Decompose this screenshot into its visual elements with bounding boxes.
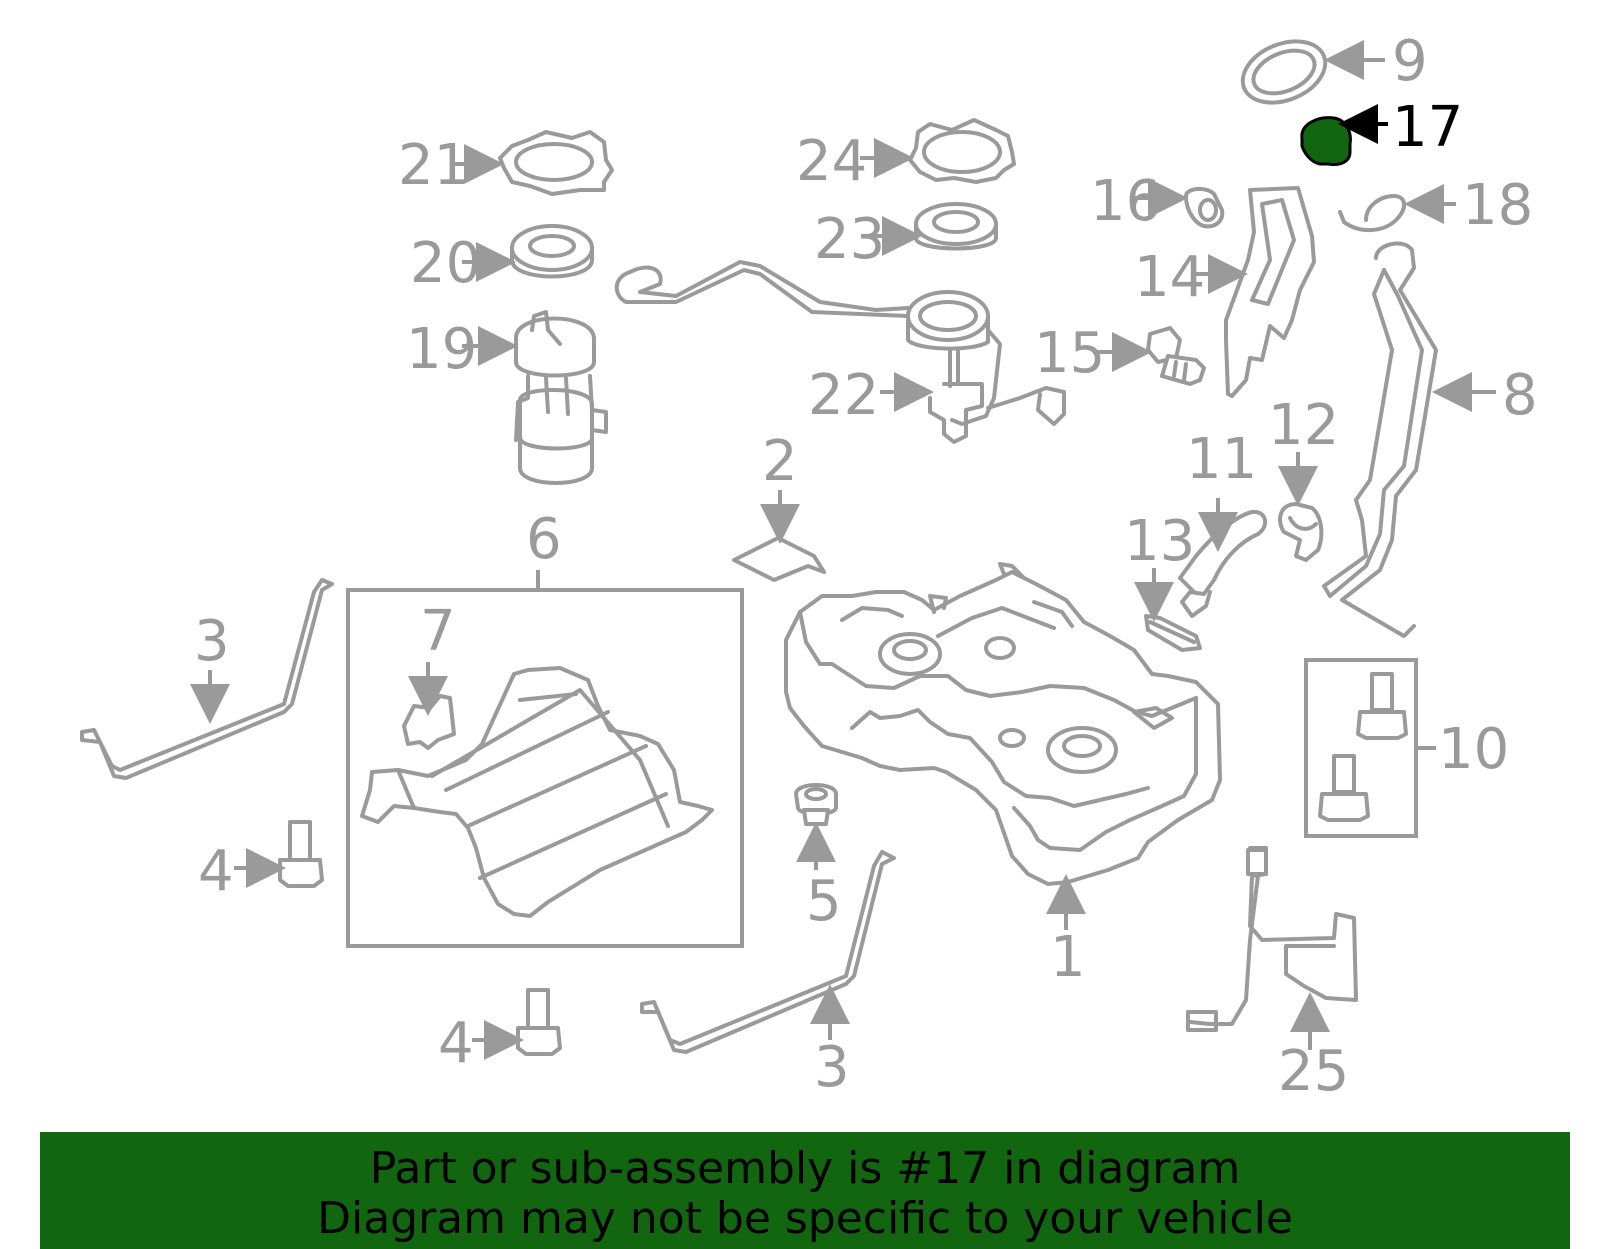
part-24-lock-ring[interactable] [908,118,1016,184]
part-9-gasket[interactable] [1234,30,1335,114]
callout-13: 13 [1124,509,1195,574]
banner-line-2: Diagram may not be specific to your vehi… [317,1193,1293,1244]
callout-17: 17 [1392,95,1463,160]
part-21-lock-ring[interactable] [498,130,614,196]
part-15-bolt[interactable] [1146,326,1206,386]
part-6-heat-shield [360,666,714,918]
callout-1: 1 [1050,925,1086,990]
part-1-fuel-tank[interactable] [784,562,1222,886]
callout-24: 24 [796,129,867,194]
callout-7: 7 [420,599,456,664]
part-23-seal[interactable] [914,202,998,251]
callout-3-lower: 3 [814,1035,850,1100]
callout-14: 14 [1134,245,1205,310]
callout-21: 21 [398,133,469,198]
callout-4-lower: 4 [438,1011,474,1076]
part-14-bracket[interactable] [1224,186,1316,398]
callout-23: 23 [814,207,885,272]
part-10-bolt-lower [1318,754,1370,822]
part-8-filler-pipe[interactable] [1322,241,1438,638]
callout-16: 16 [1090,169,1161,234]
callout-22: 22 [808,363,879,428]
banner-line-1: Part or sub-assembly is #17 in diagram [369,1143,1241,1194]
callout-8: 8 [1502,363,1538,428]
part-3-strap-lower[interactable] [640,850,896,1054]
callout-4-upper: 4 [198,839,234,904]
callout-12: 12 [1268,393,1339,458]
callout-6: 6 [526,507,562,572]
callout-25: 25 [1278,1039,1349,1104]
callout-20: 20 [410,231,481,296]
callout-3-left: 3 [194,609,230,674]
callout-5: 5 [806,869,842,934]
part-22-sender-unit[interactable] [614,260,1066,444]
part-13-clip[interactable] [1144,614,1202,652]
callout-9: 9 [1392,29,1428,94]
callout-15: 15 [1034,321,1105,386]
part-3-strap-left[interactable] [80,578,334,780]
callout-18: 18 [1462,173,1533,238]
part-4-bolt-upper[interactable] [278,820,324,888]
callout-10: 10 [1438,717,1509,782]
part-16-grommet[interactable] [1184,187,1225,229]
callout-11: 11 [1186,427,1257,492]
callout-19: 19 [406,317,477,382]
part-5-grommet[interactable] [794,783,838,826]
part-19-fuel-pump[interactable] [514,310,608,485]
part-2-pad[interactable] [732,536,826,582]
part-10-bolt-upper [1356,672,1408,740]
part-6-box[interactable] [346,588,744,948]
part-18-clip[interactable] [1338,194,1406,232]
part-20-seal[interactable] [510,224,594,279]
part-4-bolt-lower[interactable] [516,988,562,1056]
part-25-sensor[interactable] [1186,846,1358,1032]
part-17-highlighted[interactable] [1300,116,1352,166]
callout-2: 2 [762,429,798,494]
part-12-clamp[interactable] [1278,502,1324,562]
info-banner: Part or sub-assembly is #17 in diagram D… [40,1132,1570,1249]
